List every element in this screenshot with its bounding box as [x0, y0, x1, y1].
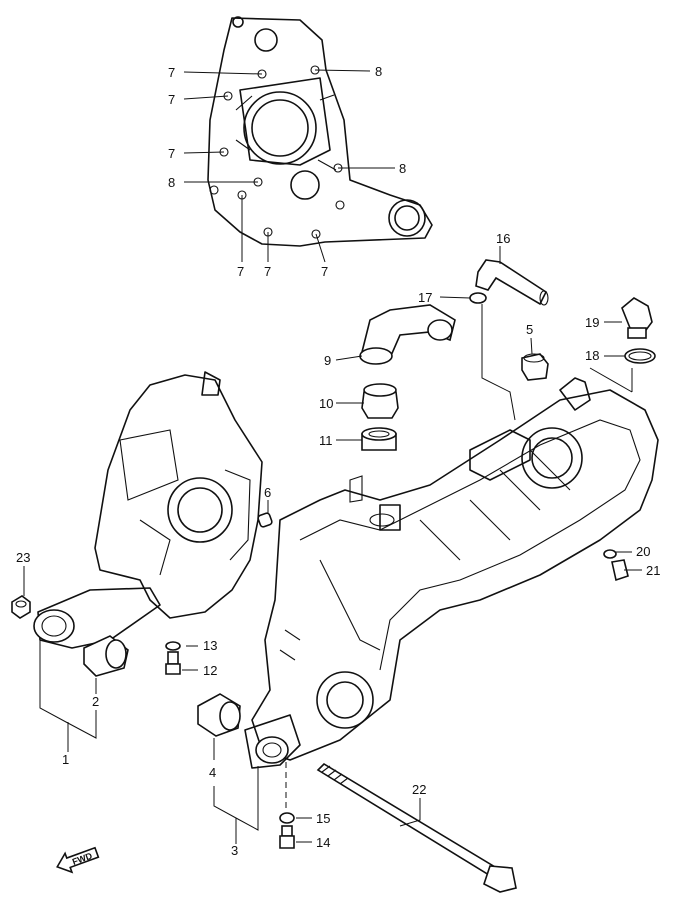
callout-20: 20: [636, 544, 650, 559]
callout-17: 17: [418, 290, 432, 305]
callout-21: 21: [646, 563, 660, 578]
bushing-part-2: [83, 635, 129, 677]
plug-part-5: [521, 353, 549, 381]
fwd-label: FWD: [71, 850, 94, 867]
callout-3: 3: [231, 843, 238, 858]
callout-8: 8: [375, 64, 382, 79]
callout-7: 7: [237, 264, 244, 279]
washer-part-13: [165, 641, 181, 651]
bushing-part-4: [197, 693, 241, 737]
crankcase-cover-plate: [207, 16, 433, 247]
washer-part-20: [603, 549, 617, 559]
callout-19: 19: [585, 315, 599, 330]
callout-7: 7: [168, 65, 175, 80]
through-bolt-part-22: [316, 762, 517, 893]
hose-part-16: [475, 259, 549, 306]
callout-11: 11: [319, 433, 333, 448]
callout-7: 7: [321, 264, 328, 279]
callout-18: 18: [585, 348, 599, 363]
callout-2: 2: [92, 694, 99, 709]
bolt-part-14: [279, 825, 295, 849]
crankcase-right-half: [244, 377, 659, 769]
forward-direction-arrow: FWD: [56, 846, 100, 874]
seal-part-11: [361, 427, 397, 451]
hose-part-9: [359, 304, 456, 365]
grommet-part-10: [361, 383, 399, 419]
callout-labels: 7 8 7 7 8 8 7 7 7 16 17 19 5 18 9 10 11 …: [16, 64, 660, 858]
callout-10: 10: [319, 396, 333, 411]
callout-8: 8: [168, 175, 175, 190]
leader-lines: [23, 69, 642, 844]
callout-13: 13: [203, 638, 217, 653]
callout-7: 7: [168, 146, 175, 161]
washer-part-15: [279, 812, 295, 824]
callout-15: 15: [316, 811, 330, 826]
callout-1: 1: [62, 752, 69, 767]
callout-7: 7: [168, 92, 175, 107]
crankcase-left-half: [33, 371, 263, 649]
callout-4: 4: [209, 765, 216, 780]
bolt-part-21: [611, 559, 629, 582]
callout-7: 7: [264, 264, 271, 279]
filler-cap-part-19: [621, 297, 653, 339]
o-ring-part-18: [624, 348, 656, 364]
dowel-pin-part-6: [257, 512, 273, 528]
callout-12: 12: [203, 663, 217, 678]
nut-part-23: [11, 595, 31, 619]
callout-6: 6: [264, 485, 271, 500]
callout-23: 23: [16, 550, 30, 565]
callout-5: 5: [526, 322, 533, 337]
callout-9: 9: [324, 353, 331, 368]
callout-14: 14: [316, 835, 330, 850]
bolt-part-12: [165, 651, 181, 675]
callout-8: 8: [399, 161, 406, 176]
callout-16: 16: [496, 231, 510, 246]
clip-part-17: [469, 292, 487, 304]
callout-22: 22: [412, 782, 426, 797]
